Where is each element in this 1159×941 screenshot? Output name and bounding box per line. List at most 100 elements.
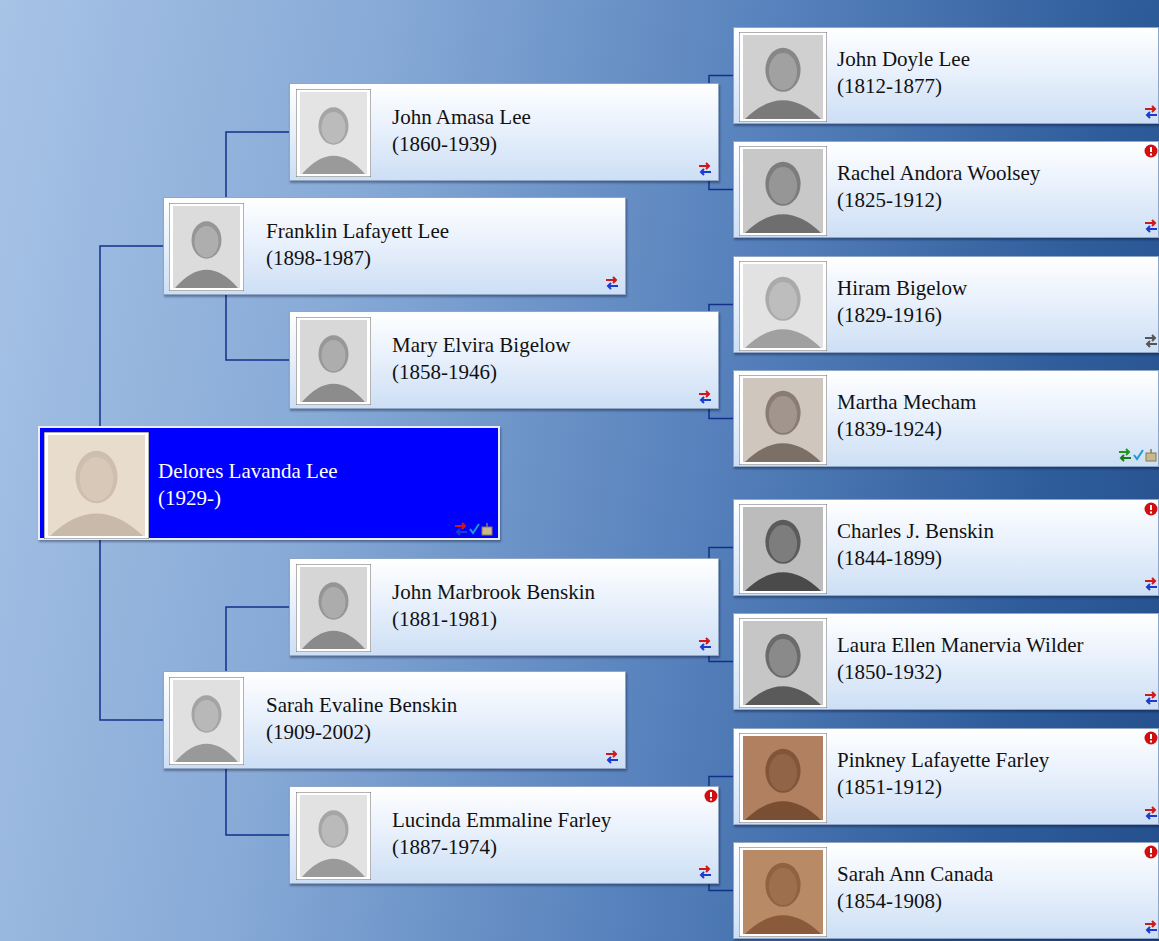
- person-name: John Marbrook Benskin: [392, 579, 595, 606]
- status-icon: [1144, 920, 1158, 934]
- life-dates: (1825-1912): [837, 187, 1040, 214]
- status-icon: [1144, 219, 1158, 233]
- person-name: Delores Lavanda Lee: [158, 458, 338, 485]
- person-name: Charles J. Benskin: [837, 518, 994, 545]
- pedigree-line: [226, 769, 289, 835]
- person-text: Mary Elvira Bigelow(1858-1946): [392, 332, 570, 386]
- life-dates: (1844-1899): [837, 545, 994, 572]
- person-text: Delores Lavanda Lee(1929-): [158, 458, 338, 512]
- person-box: John Amasa Lee(1860-1939): [289, 83, 719, 181]
- pedigree-line: [100, 246, 163, 426]
- portrait-photo: [739, 847, 827, 937]
- status-icon: [605, 276, 619, 290]
- person-text: Franklin Lafayett Lee(1898-1987): [266, 218, 449, 272]
- life-dates: (1860-1939): [392, 131, 531, 158]
- portrait-photo: [296, 89, 371, 177]
- person-box: Hiram Bigelow(1829-1916): [733, 256, 1159, 353]
- person-text: Rachel Andora Woolsey(1825-1912): [837, 160, 1040, 214]
- portrait-photo: [296, 792, 371, 880]
- pedigree-line: [226, 295, 289, 360]
- person-text: Laura Ellen Manervia Wilder(1850-1932): [837, 632, 1084, 686]
- life-dates: (1858-1946): [392, 359, 570, 386]
- portrait-photo: [739, 733, 827, 823]
- status-icon: [1144, 334, 1158, 348]
- life-dates: (1829-1916): [837, 302, 967, 329]
- life-dates: (1909-2002): [266, 719, 457, 746]
- pedigree-line: [709, 548, 733, 559]
- person-name: John Doyle Lee: [837, 46, 970, 73]
- person-box: Pinkney Lafayette Farley(1851-1912): [733, 728, 1159, 825]
- person-box: Rachel Andora Woolsey(1825-1912): [733, 141, 1159, 238]
- person-text: John Marbrook Benskin(1881-1981): [392, 579, 595, 633]
- person-name: John Amasa Lee: [392, 104, 531, 131]
- life-dates: (1929-): [158, 485, 338, 512]
- person-box: Laura Ellen Manervia Wilder(1850-1932): [733, 613, 1159, 710]
- pedigree-line: [709, 884, 733, 891]
- portrait-photo: [739, 146, 827, 236]
- life-dates: (1812-1877): [837, 73, 970, 100]
- person-box: Lucinda Emmaline Farley(1887-1974): [289, 786, 719, 884]
- life-dates: (1881-1981): [392, 606, 595, 633]
- life-dates: (1898-1987): [266, 245, 449, 272]
- person-box: Charles J. Benskin(1844-1899): [733, 499, 1159, 596]
- person-box: Mary Elvira Bigelow(1858-1946): [289, 311, 719, 409]
- status-icon: [1144, 105, 1158, 119]
- status-icon: [1144, 577, 1158, 591]
- status-icon: [698, 637, 712, 651]
- person-box: John Doyle Lee(1812-1877): [733, 27, 1159, 124]
- portrait-photo: [169, 203, 244, 291]
- status-icon: [1118, 448, 1158, 462]
- status-icon: [698, 162, 712, 176]
- life-dates: (1839-1924): [837, 416, 976, 443]
- status-icon: [605, 750, 619, 764]
- pedigree-line: [226, 607, 289, 671]
- person-text: Martha Mecham(1839-1924): [837, 389, 976, 443]
- person-box: Franklin Lafayett Lee(1898-1987): [163, 197, 626, 295]
- person-text: Sarah Evaline Benskin(1909-2002): [266, 692, 457, 746]
- status-icon: [1144, 691, 1158, 705]
- portrait-photo: [296, 317, 371, 405]
- life-dates: (1850-1932): [837, 659, 1084, 686]
- person-text: John Amasa Lee(1860-1939): [392, 104, 531, 158]
- person-name: Rachel Andora Woolsey: [837, 160, 1040, 187]
- person-name: Martha Mecham: [837, 389, 976, 416]
- person-name: Sarah Ann Canada: [837, 861, 993, 888]
- status-icon: [454, 522, 494, 536]
- alert-icon: [1144, 845, 1158, 859]
- portrait-photo: [739, 618, 827, 708]
- person-text: Hiram Bigelow(1829-1916): [837, 275, 967, 329]
- portrait-photo: [739, 375, 827, 465]
- person-text: Pinkney Lafayette Farley(1851-1912): [837, 747, 1049, 801]
- life-dates: (1854-1908): [837, 888, 993, 915]
- alert-icon: [1144, 502, 1158, 516]
- pedigree-line: [709, 777, 733, 787]
- portrait-photo: [169, 677, 244, 765]
- person-box: Sarah Ann Canada(1854-1908): [733, 842, 1159, 939]
- status-icon: [698, 865, 712, 879]
- alert-icon: [704, 789, 718, 803]
- person-box: John Marbrook Benskin(1881-1981): [289, 558, 719, 656]
- alert-icon: [1144, 731, 1158, 745]
- person-text: Lucinda Emmaline Farley(1887-1974): [392, 807, 611, 861]
- status-icon: [1144, 806, 1158, 820]
- person-text: John Doyle Lee(1812-1877): [837, 46, 970, 100]
- person-name: Franklin Lafayett Lee: [266, 218, 449, 245]
- pedigree-line: [226, 132, 289, 197]
- status-icon: [698, 390, 712, 404]
- alert-icon: [1144, 144, 1158, 158]
- life-dates: (1851-1912): [837, 774, 1049, 801]
- portrait-photo: [739, 32, 827, 122]
- portrait-photo: [739, 504, 827, 594]
- portrait-photo: [739, 261, 827, 351]
- person-text: Sarah Ann Canada(1854-1908): [837, 861, 993, 915]
- person-name: Sarah Evaline Benskin: [266, 692, 457, 719]
- pedigree-line: [709, 76, 733, 84]
- pedigree-line: [709, 181, 733, 190]
- portrait-photo: [44, 432, 149, 539]
- life-dates: (1887-1974): [392, 834, 611, 861]
- person-box: Delores Lavanda Lee(1929-): [38, 426, 500, 540]
- person-name: Laura Ellen Manervia Wilder: [837, 632, 1084, 659]
- person-name: Hiram Bigelow: [837, 275, 967, 302]
- person-name: Lucinda Emmaline Farley: [392, 807, 611, 834]
